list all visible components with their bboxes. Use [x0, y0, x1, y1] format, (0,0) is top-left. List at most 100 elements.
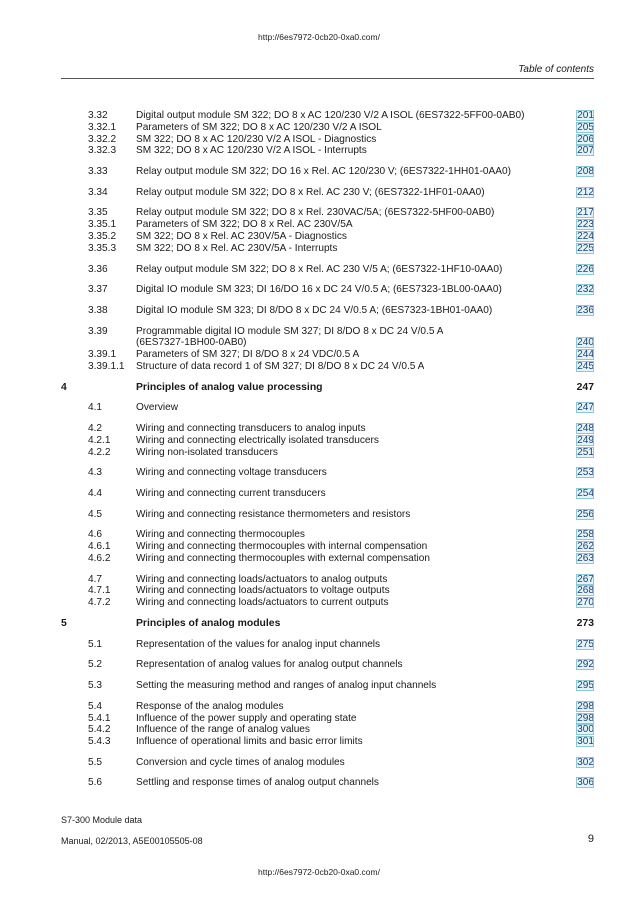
toc-entry-title[interactable]: Representation of the values for analog …	[136, 638, 381, 650]
toc-entry-title[interactable]: Relay output module SM 322; DO 16 x Rel.…	[136, 166, 511, 178]
toc-page-link[interactable]: 295	[576, 680, 594, 692]
toc-page-link[interactable]: 205	[576, 121, 594, 133]
toc-page-link[interactable]: 232	[576, 284, 594, 296]
toc-page-link[interactable]: 292	[576, 659, 594, 671]
toc-entry-title[interactable]: SM 322; DO 8 x Rel. AC 230V/5A - Diagnos…	[136, 231, 347, 243]
toc-page-link[interactable]: 249	[576, 434, 594, 446]
toc-entry-title[interactable]: Wiring and connecting loads/actuators to…	[136, 597, 389, 609]
toc-entry-title[interactable]: Parameters of SM 322; DO 8 x AC 120/230 …	[136, 121, 382, 133]
toc-page-link[interactable]: 217	[576, 207, 594, 219]
toc-entry-title[interactable]: Digital IO module SM 323; DI 8/DO 8 x DC…	[136, 304, 493, 316]
toc-entry-title[interactable]: Influence of operational limits and basi…	[136, 736, 363, 748]
toc-entry-title[interactable]: (6ES7327-1BH00-0AB0)	[136, 337, 247, 349]
toc-page-link[interactable]: 263	[576, 552, 594, 564]
toc-entry-title[interactable]: Setting the measuring method and ranges …	[136, 680, 437, 692]
toc-entry-title[interactable]: SM 322; DO 8 x Rel. AC 230V/5A - Interru…	[136, 242, 338, 254]
toc-entry-title[interactable]: Overview	[136, 402, 179, 414]
page-url-bottom[interactable]: http://6es7972-0cb20-0xa0.com/	[258, 867, 380, 877]
toc-entry-title[interactable]: Structure of data record 1 of SM 327; DI…	[136, 360, 425, 372]
toc-entry-title[interactable]: Principles of analog value processing	[136, 381, 323, 393]
toc-entry-title[interactable]: Wiring and connecting thermocouples with…	[136, 541, 428, 553]
toc-page-link[interactable]: 236	[576, 304, 594, 316]
toc-entry-title[interactable]: Programmable digital IO module SM 327; D…	[136, 325, 444, 337]
toc-entry-title[interactable]: Digital output module SM 322; DO 8 x AC …	[136, 110, 525, 121]
toc-page-link[interactable]: 247	[576, 402, 594, 414]
toc-page-link[interactable]: 245	[576, 360, 594, 372]
toc-page-link[interactable]: 298	[576, 700, 594, 712]
toc-entry-title[interactable]: Wiring and connecting loads/actuators to…	[136, 585, 390, 597]
toc-page-link[interactable]: 251	[576, 446, 594, 458]
toc-page-link[interactable]: 225	[576, 242, 594, 254]
toc-page-link[interactable]: 268	[576, 585, 594, 597]
toc-entry-title[interactable]: Parameters of SM 327; DI 8/DO 8 x 24 VDC…	[136, 349, 360, 361]
toc-page-link[interactable]: 254	[576, 488, 594, 500]
toc-entry-title[interactable]: Wiring and connecting electrically isola…	[136, 434, 379, 446]
toc-entry-title[interactable]: Wiring and connecting resistance thermom…	[136, 508, 411, 520]
toc-entry-title[interactable]: Influence of the power supply and operat…	[136, 712, 357, 724]
toc-page-link[interactable]: 267	[576, 573, 594, 585]
toc-page-link[interactable]: 206	[576, 133, 594, 145]
toc-entry-title[interactable]: SM 322; DO 8 x AC 120/230 V/2 A ISOL - I…	[136, 145, 367, 157]
toc-page-link[interactable]: 262	[576, 541, 594, 553]
toc-page-link[interactable]: 201	[576, 110, 594, 121]
page-url-top[interactable]: http://6es7972-0cb20-0xa0.com/	[258, 32, 380, 42]
toc-page-link[interactable]: 248	[576, 423, 594, 435]
toc-page-link[interactable]: 212	[576, 186, 594, 198]
toc-entry-title[interactable]: Representation of analog values for anal…	[136, 659, 403, 671]
toc-entry-title[interactable]: Wiring and connecting voltage transducer…	[136, 467, 327, 479]
toc-entry-title[interactable]: Relay output module SM 322; DO 8 x Rel. …	[136, 186, 485, 198]
toc-entry-title[interactable]: Wiring and connecting thermocouples with…	[136, 552, 431, 564]
toc-entry-title[interactable]: Wiring non-isolated transducers	[136, 446, 278, 458]
toc-entry-title[interactable]: SM 322; DO 8 x AC 120/230 V/2 A ISOL - D…	[136, 133, 377, 145]
toc-entry-title[interactable]: Wiring and connecting current transducer…	[136, 488, 326, 500]
toc-page-link[interactable]: 256	[576, 508, 594, 520]
toc-entry-title[interactable]: Parameters of SM 322; DO 8 x Rel. AC 230…	[136, 219, 353, 231]
toc-entry-title[interactable]: Response of the analog modules	[136, 700, 284, 712]
toc-page-link[interactable]: 223	[576, 219, 594, 231]
toc-page-link[interactable]: 207	[576, 145, 594, 157]
toc-page-link[interactable]: 270	[576, 597, 594, 609]
toc-entry-title[interactable]: Wiring and connecting thermocouples	[136, 529, 305, 541]
toc-entry-title[interactable]: Digital IO module SM 323; DI 16/DO 16 x …	[136, 284, 502, 296]
toc-page-link[interactable]: 258	[576, 529, 594, 541]
toc-entry-title[interactable]: Wiring and connecting transducers to ana…	[136, 423, 366, 435]
toc-entry-title[interactable]: Relay output module SM 322; DO 8 x Rel. …	[136, 207, 495, 219]
toc-entry[interactable]: (6ES7327-1BH00-0AB0)240	[61, 337, 594, 349]
toc-page-link[interactable]: 275	[576, 638, 594, 650]
toc-page-link[interactable]: 247	[576, 381, 594, 393]
toc-page-link[interactable]: 298	[576, 712, 594, 724]
toc-page-link[interactable]: 208	[576, 166, 594, 178]
toc-entry-title[interactable]: Wiring and connecting loads/actuators to…	[136, 573, 388, 585]
toc-page-link[interactable]: 224	[576, 231, 594, 243]
